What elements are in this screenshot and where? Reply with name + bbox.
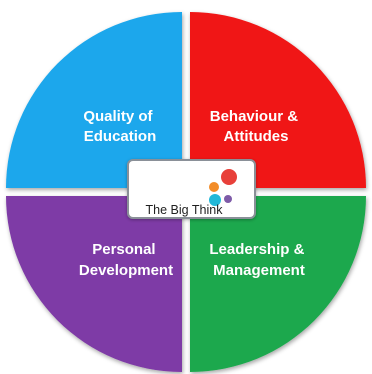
logo-dot-red [221,169,237,185]
logo-text: The Big Think [146,203,224,217]
quadrant-label-line: Leadership & [209,241,304,258]
quadrant-label-leadership-management: Leadership & Management [209,241,308,279]
quadrant-label-line: Behaviour & [210,108,299,125]
quadrant-label-quality-of-education: Quality of Education [83,108,156,145]
quadrant-personal-development [6,196,182,372]
quadrant-behaviour-attitudes [190,12,366,188]
quadrant-quality-of-education [6,12,182,188]
logo-dot-blue [209,194,221,206]
quadrant-label-line: Development [79,262,173,279]
quadrant-label-line: Personal [92,241,155,258]
quadrant-label-line: Attitudes [224,128,289,145]
quadrant-leadership-management [190,196,366,372]
quadrant-label-line: Education [84,128,157,145]
quadrant-label-personal-development: Personal Development [79,241,173,279]
logo-dot-purple [224,195,232,203]
logo-dot-orange [209,182,219,192]
quadrant-label-line: Quality of [83,108,153,125]
quadrant-label-line: Management [213,262,305,279]
quadrant-label-behaviour-attitudes: Behaviour & Attitudes [210,108,303,145]
logo-box: The Big Think [127,159,256,219]
